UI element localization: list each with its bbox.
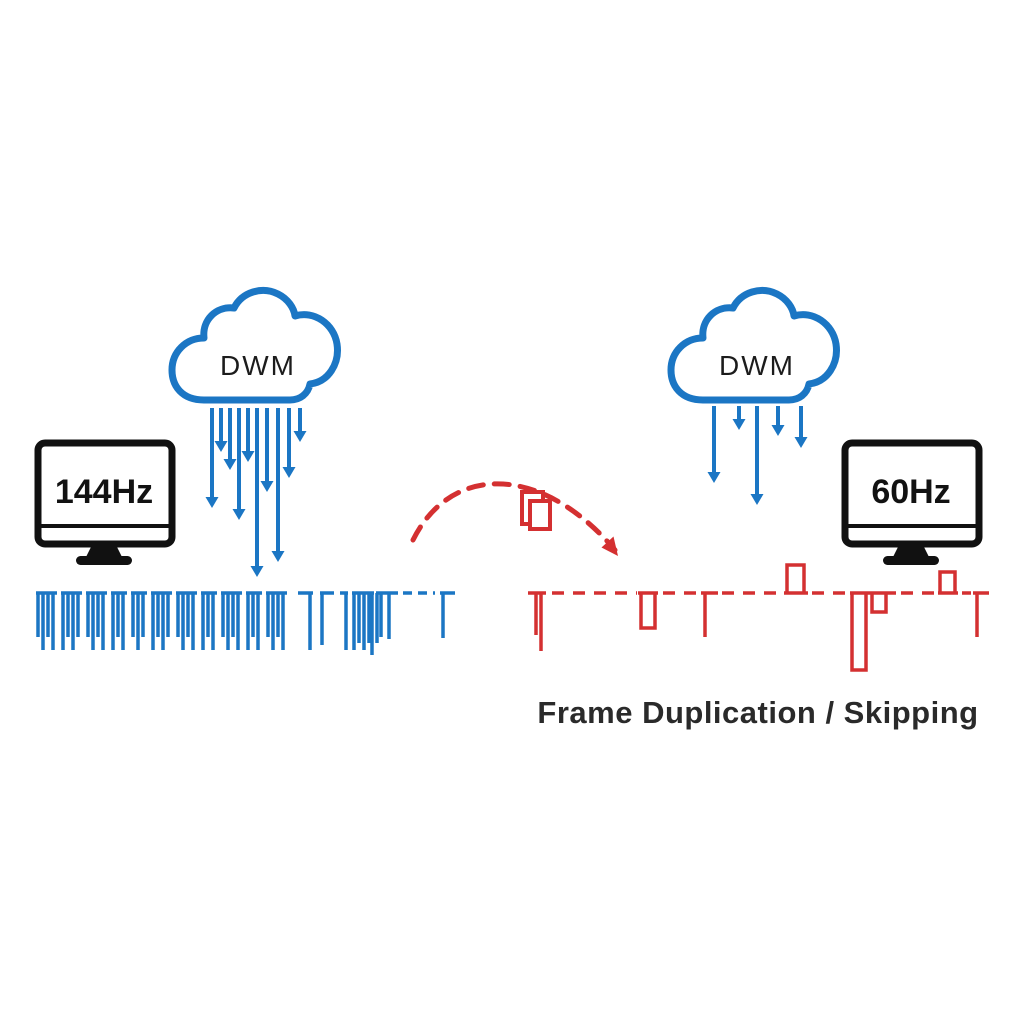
right-cloud-label: DWM — [719, 350, 795, 381]
vsync-arrow-head — [223, 459, 237, 470]
vsync-arrow-head — [271, 551, 285, 562]
output-frame-waveform — [528, 563, 989, 672]
cloud-icon — [168, 287, 341, 404]
right-monitor-label: 60Hz — [871, 473, 950, 511]
vsync-arrow-head — [241, 451, 255, 462]
caption-text: Frame Duplication / Skipping — [537, 695, 978, 730]
vsync-arrow-head — [232, 509, 246, 520]
transfer-arrow-curve — [410, 481, 618, 553]
left-monitor: 144Hz — [34, 439, 176, 565]
right-monitor-screen — [841, 439, 983, 548]
vsync-arrow-head — [750, 494, 764, 505]
vsync-arrow-head — [794, 437, 808, 448]
vsync-arrow-head — [732, 419, 746, 430]
frame-rect-icon — [528, 499, 552, 531]
output-60hz-frame-timing-pulses — [528, 563, 989, 672]
duplicated-frames-icon — [520, 490, 552, 531]
transfer-arrow — [410, 481, 618, 556]
right-cloud-arrows — [707, 406, 808, 505]
source-144hz-frame-timing-pulses — [36, 591, 455, 655]
left-monitor-base — [76, 556, 132, 565]
vsync-arrow-head — [771, 425, 785, 436]
vsync-arrow-head — [250, 566, 264, 577]
vsync-arrow-head — [293, 431, 307, 442]
vsync-arrow-head — [282, 467, 296, 478]
left-cloud: DWM — [168, 287, 341, 404]
source-frame-waveform — [36, 591, 455, 655]
left-monitor-label: 144Hz — [55, 473, 153, 511]
right-monitor: 60Hz — [841, 439, 983, 565]
left-monitor-screen — [34, 439, 176, 548]
right-cloud: DWM — [667, 287, 840, 404]
left-cloud-label: DWM — [220, 350, 296, 381]
cloud-icon — [667, 287, 840, 404]
vsync-arrow-head — [214, 441, 228, 452]
right-monitor-base — [883, 556, 939, 565]
left-cloud-arrows — [205, 408, 307, 577]
transfer-arrow-head — [601, 536, 618, 556]
vsync-arrow-head — [707, 472, 721, 483]
vsync-arrow-head — [260, 481, 274, 492]
vsync-arrow-head — [205, 497, 219, 508]
